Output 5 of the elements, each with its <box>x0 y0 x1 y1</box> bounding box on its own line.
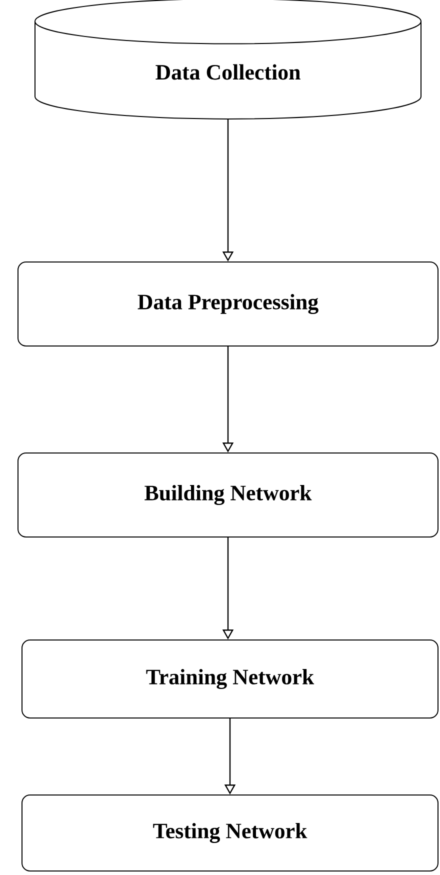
process-box: Training Network <box>22 640 438 718</box>
process-box: Building Network <box>18 452 438 538</box>
process-box: Testing Network <box>22 794 438 872</box>
process-box: Data Preprocessing <box>18 262 438 346</box>
cylinder-node: Data Collection <box>34 0 422 120</box>
